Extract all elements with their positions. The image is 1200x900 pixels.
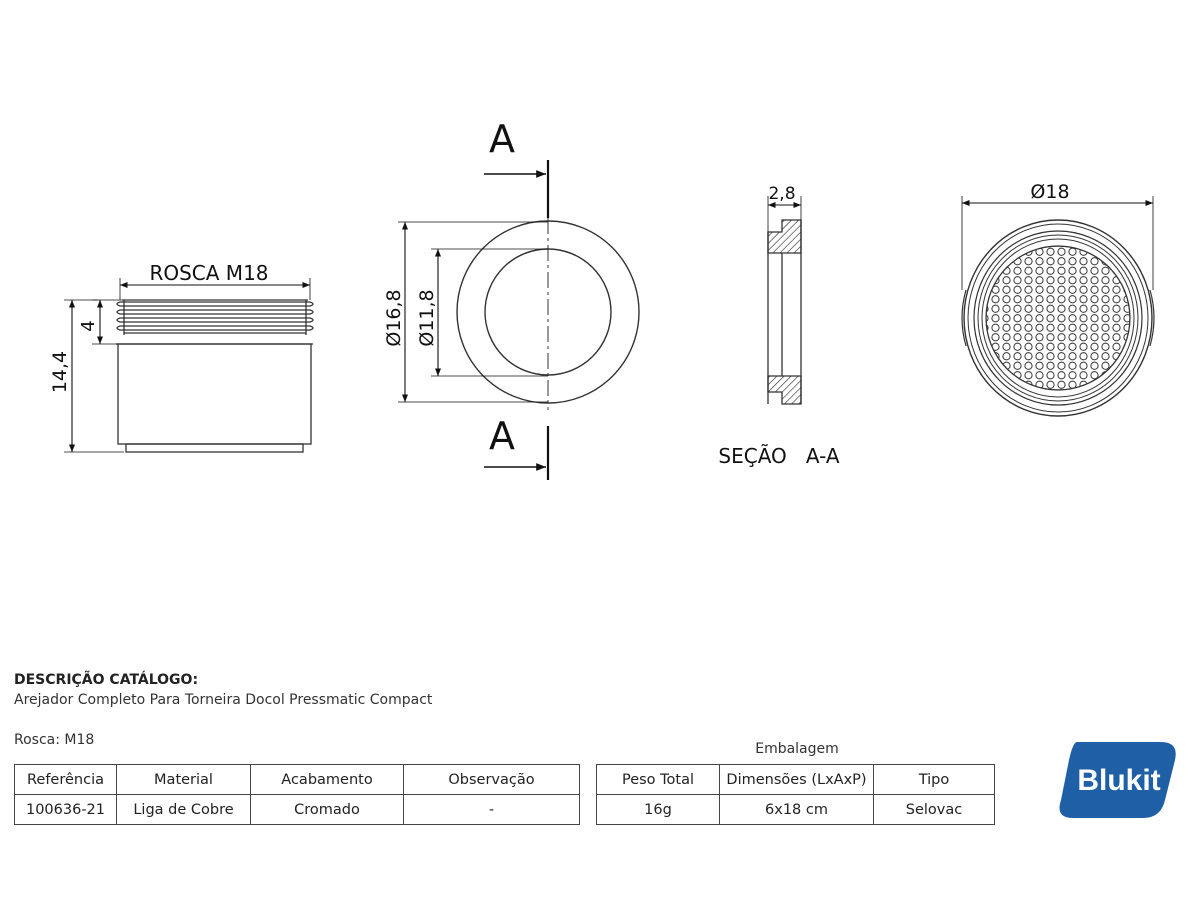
thread-lines: [116, 299, 314, 335]
technical-drawing: ROSCA M18 4 14,4 A A Ø16,8 Ø11,8: [49, 117, 1155, 480]
outer-diameter-label: Ø16,8: [383, 289, 405, 346]
perforated-screen: [986, 246, 1130, 390]
thread-height-label: 4: [78, 320, 99, 331]
cell-reference: 100636-21: [14, 794, 117, 825]
total-height-label: 14,4: [49, 351, 71, 393]
header-reference: Referência: [14, 764, 117, 795]
catalog-title: DESCRIÇÃO CATÁLOGO:: [14, 672, 199, 688]
header-observation: Observação: [403, 764, 580, 795]
cell-finish: Cromado: [250, 794, 404, 825]
cell-observation: -: [403, 794, 580, 825]
logo-text: Blukit: [1077, 764, 1160, 797]
thickness-label: 2,8: [768, 184, 795, 204]
cell-weight: 16g: [596, 794, 720, 825]
header-dimensions: Dimensões (LxAxP): [719, 764, 874, 795]
front-view: A A Ø16,8 Ø11,8: [383, 117, 640, 480]
cell-dimensions: 6x18 cm: [719, 794, 874, 825]
section-marker-top: A: [489, 117, 515, 161]
header-type: Tipo: [873, 764, 995, 795]
section-marker-bottom: A: [489, 414, 515, 458]
table-row: 100636-21 Liga de Cobre Cromado -: [14, 794, 580, 825]
header-finish: Acabamento: [250, 764, 404, 795]
section-caption: SEÇÃO A-A: [718, 444, 839, 468]
side-view: ROSCA M18 4 14,4: [49, 261, 314, 453]
product-table-header: Referência Material Acabamento Observaçã…: [14, 764, 580, 795]
thread-label: ROSCA M18: [149, 261, 268, 285]
packaging-title: Embalagem: [755, 741, 839, 757]
body-outline: [116, 343, 313, 453]
top-view: Ø18: [961, 181, 1155, 417]
catalog-thread: Rosca: M18: [14, 732, 95, 748]
inner-diameter-label: Ø11,8: [416, 289, 438, 346]
blukit-logo: Blukit: [1059, 742, 1176, 818]
header-weight: Peso Total: [596, 764, 720, 795]
top-diameter-label: Ø18: [1030, 181, 1069, 203]
packaging-table-header: Peso Total Dimensões (LxAxP) Tipo: [596, 764, 995, 795]
header-material: Material: [116, 764, 251, 795]
table-row: 16g 6x18 cm Selovac: [596, 794, 995, 825]
cell-type: Selovac: [873, 794, 995, 825]
section-view: 2,8 SEÇÃO A-A: [718, 184, 839, 468]
packaging-table: Peso Total Dimensões (LxAxP) Tipo 16g 6x…: [596, 764, 995, 825]
catalog-description: Arejador Completo Para Torneira Docol Pr…: [14, 692, 433, 708]
cell-material: Liga de Cobre: [116, 794, 251, 825]
product-table: Referência Material Acabamento Observaçã…: [14, 764, 580, 825]
